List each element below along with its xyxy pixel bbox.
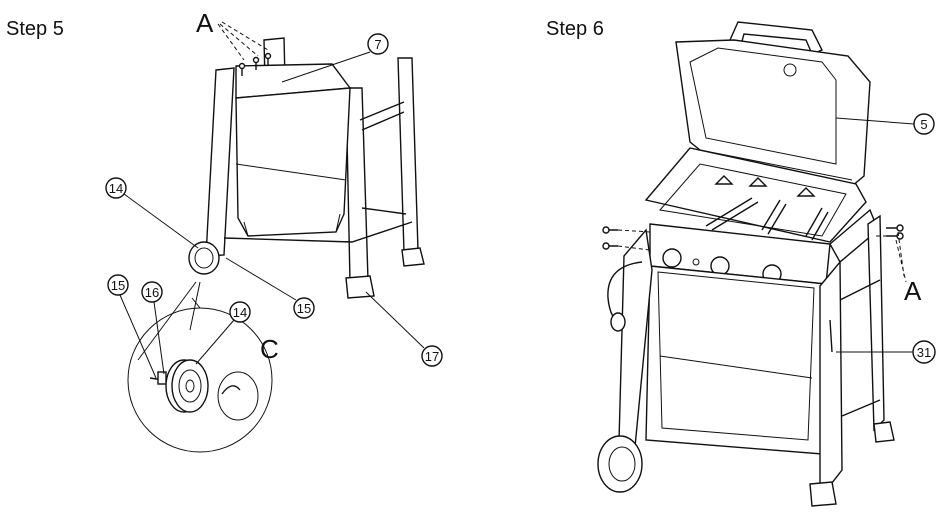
wheel-detail-view (127, 281, 273, 453)
step-6-grill (597, 21, 907, 507)
letter-a: A (196, 8, 214, 38)
step-6-callouts: 5 31 A (835, 113, 936, 364)
letter-c: C (260, 334, 279, 364)
step-6-title: Step 6 (546, 18, 604, 40)
callout-15: 15 (297, 301, 311, 316)
letter-a: A (904, 276, 922, 306)
step-5-title: Step 5 (6, 18, 64, 40)
callout-7: 7 (374, 37, 381, 52)
callout-31: 31 (917, 345, 931, 360)
callout-14: 14 (109, 181, 123, 196)
callout-16: 16 (145, 285, 159, 300)
callout-14: 14 (233, 305, 247, 320)
callout-15: 15 (111, 278, 125, 293)
callout-17: 17 (425, 349, 439, 364)
step-5-cart-frame (188, 21, 425, 299)
callout-5: 5 (920, 117, 927, 132)
step-5-callouts: 7 14 15 16 15 14 17 A C (105, 8, 443, 379)
